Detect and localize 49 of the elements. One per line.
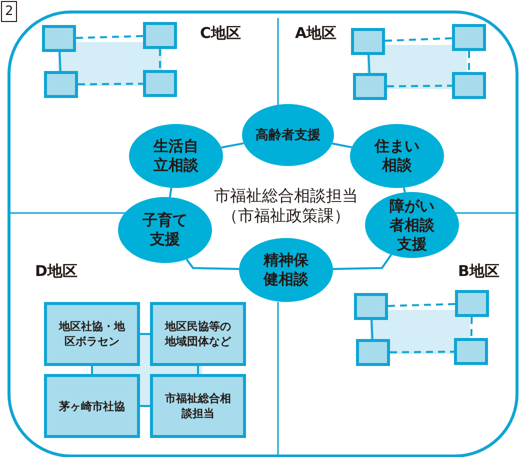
organization-box: 市福祉総合相談担当 — [150, 374, 246, 438]
connector-line — [168, 188, 172, 198]
organization-box: 地区社協・地区ボラセン — [44, 302, 140, 366]
region-label: B地区 — [458, 262, 500, 281]
connector-line — [140, 333, 150, 335]
connector-line — [332, 142, 352, 148]
member-box — [354, 293, 388, 320]
connector-line — [390, 350, 454, 354]
member-box — [42, 25, 76, 52]
connector-line — [91, 366, 93, 374]
connector-line — [197, 366, 199, 374]
center-label: 市福祉総合相談担当（市福祉政策課） — [213, 186, 359, 226]
member-box — [143, 22, 177, 49]
member-box — [452, 72, 486, 99]
connector-line — [186, 258, 240, 270]
connector-line — [468, 51, 470, 72]
connector-line — [386, 84, 452, 88]
member-box — [44, 71, 78, 98]
member-box — [356, 339, 390, 366]
member-box — [454, 338, 488, 365]
service-oval: 子育て支援 — [118, 197, 212, 263]
member-box — [143, 70, 177, 97]
connector-line — [470, 316, 473, 338]
member-box — [452, 24, 486, 51]
member-box — [353, 73, 387, 100]
connector-line — [368, 54, 370, 74]
connector-line — [76, 35, 144, 39]
service-oval: 精神保健相談 — [239, 238, 333, 302]
region-label: C地区 — [200, 24, 242, 43]
organization-box: 地区民協等の地域団体など — [150, 302, 246, 366]
connector-line — [221, 142, 244, 148]
connector-line — [384, 37, 452, 42]
connector-line — [159, 49, 161, 70]
connector-line — [388, 303, 456, 307]
service-oval: 高齢者支援 — [242, 104, 334, 166]
figure-number: 2 — [1, 1, 18, 22]
connector-line — [78, 82, 144, 86]
connector-line — [332, 254, 392, 270]
service-oval: 生活自立相談 — [129, 124, 223, 188]
region-label: D地区 — [35, 262, 78, 281]
member-box — [351, 28, 385, 55]
organization-box: 茅ヶ崎市社協 — [44, 374, 140, 438]
region-label: A地区 — [295, 24, 337, 43]
member-box — [455, 290, 489, 317]
connector-line — [370, 320, 374, 340]
connector-line — [140, 405, 150, 407]
service-oval: 住まい相談 — [350, 124, 444, 188]
connector-line — [58, 52, 62, 72]
service-oval: 障がい者相談支援 — [365, 192, 459, 258]
